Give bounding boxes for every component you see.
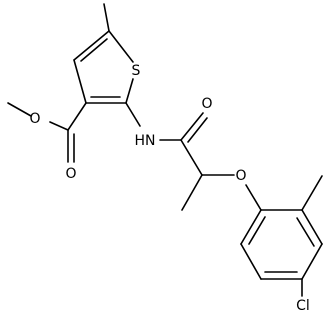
- atom-cl: Cl: [296, 298, 310, 314]
- bond-amide-c-double-o-b: [187, 117, 208, 143]
- bond-ar5-ar6: [240, 243, 262, 280]
- bond-ar6-ar1: [240, 209, 262, 245]
- bond-amide-c-ch: [180, 139, 203, 176]
- bond-c3-c4: [73, 59, 87, 104]
- bond-c4-c5: [73, 30, 110, 61]
- bonds: [7, 3, 323, 297]
- bond-ar3-ar4: [301, 243, 323, 280]
- atom-s-thiophene: S: [132, 63, 141, 79]
- bond-s-c2: [125, 78, 134, 104]
- bond-ar2-methyl: [301, 175, 323, 211]
- bond-o-ether-aryl: [245, 184, 262, 211]
- bond-methyl-o-ester: [7, 102, 32, 117]
- bond-ar2-ar3: [301, 209, 323, 245]
- atom-nh-amide: HN: [135, 133, 156, 149]
- bond-c4-c5-inner: [80, 38, 108, 62]
- bond-c5-s: [108, 30, 134, 63]
- bond-amide-c-double-o-a: [180, 112, 204, 141]
- bond-ester-c-ring-c3: [67, 102, 87, 131]
- bond-ar6-ar1-inner: [248, 216, 266, 245]
- atom-o-ester-carbonyl: O: [65, 166, 76, 182]
- bond-ar2-ar3-inner: [296, 217, 315, 247]
- bond-o-ester-carbonyl-c: [49, 121, 69, 131]
- atom-o-ester-methoxy: O: [29, 111, 40, 127]
- atom-labels: O O S HN O O Cl: [29, 63, 309, 314]
- bond-c5-methyl: [103, 3, 110, 32]
- atom-o-amide-carbonyl: O: [201, 96, 212, 112]
- bond-ch-methyl: [181, 174, 203, 211]
- bond-c2-nh: [125, 102, 141, 127]
- atom-o-ether: O: [235, 168, 246, 184]
